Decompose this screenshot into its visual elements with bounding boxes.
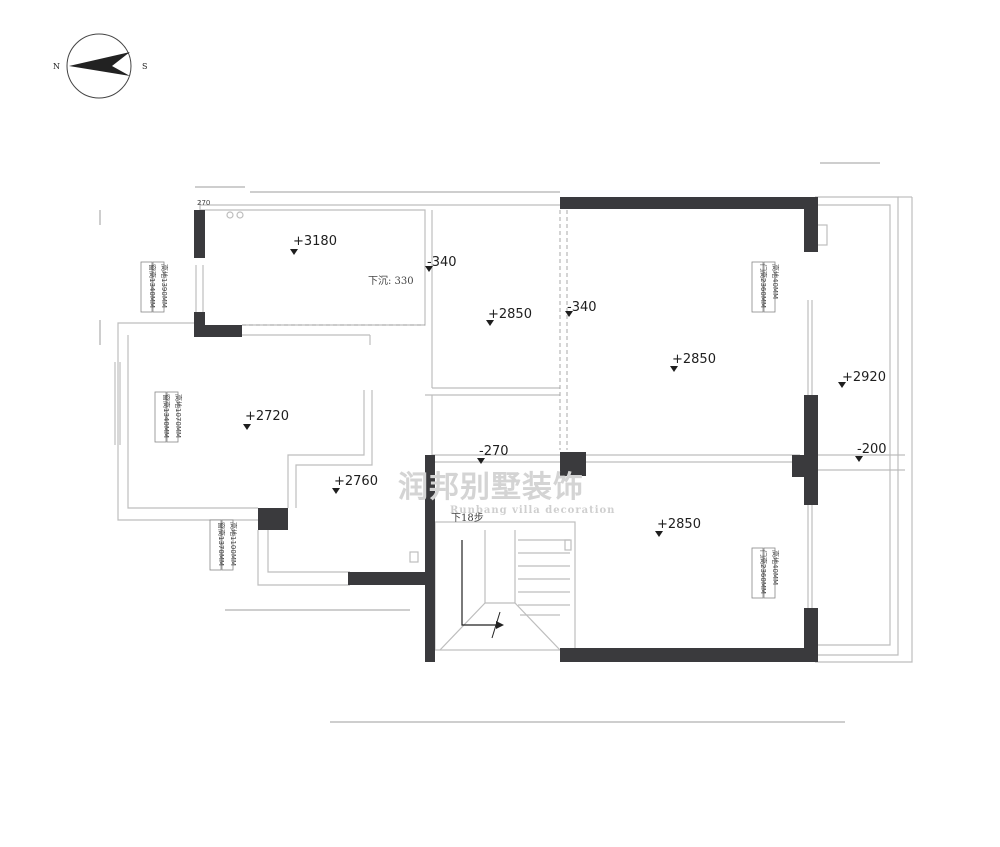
level-south-room: +2850 [657,517,701,532]
level-balcony: +2920 [842,370,886,385]
level-triangle-icon [838,382,846,388]
tag-line2: 高地1070MM [174,394,183,438]
level-markers: +3180 +2720 +2760 +2850 -340 -340 -270 +… [243,234,887,537]
tag-line1: 窗高1340MM [148,264,157,308]
level-triangle-icon [855,456,863,462]
watermark: 润邦别墅装饰 Runbang villa decoration [398,470,615,516]
stair-note: 下18步 [451,512,484,524]
level-left-room: +2720 [245,409,289,424]
level-landing: -270 [479,444,509,459]
level-triangle-icon [332,488,340,494]
tag-line1: 门高2360MM [759,550,768,594]
level-triangle-icon [243,424,251,430]
level-triangle-icon [670,366,678,372]
level-balcony-step: -200 [857,442,887,457]
stair-arrow-icon [496,621,504,629]
corner-label: 270 [197,199,210,207]
tag-door-south: 门高2360MM 高地40MM [751,547,780,599]
walls [194,197,818,662]
tag-line1: 窗高1340MM [162,394,171,438]
level-triangle-icon [486,320,494,326]
outline [114,196,913,663]
level-small-room: +2760 [334,474,378,489]
level-triangle-icon [655,531,663,537]
level-bath-step: -340 [427,255,457,270]
compass-south-label: S [142,62,147,71]
sink-note: 下沉: 330 [368,274,414,287]
tag-kitchen-window: 窗高1340MM 高地1390MM [140,261,169,313]
opening-tags: 窗高1340MM 高地1390MM 窗高1340MM 高地1070MM 窗高13… [140,261,780,599]
tag-line2: 高地40MM [771,550,780,585]
compass: N S [53,33,147,99]
construction-lines [99,162,880,723]
level-kitchen: +3180 [293,234,337,249]
stair [434,521,576,651]
tag-small-window: 窗高1370MM 高地1100MM [209,519,238,571]
tag-line1: 门高2360MM [759,264,768,308]
level-bath-step-2: -340 [567,300,597,315]
level-triangle-icon [425,266,433,272]
tag-line1: 窗高1370MM [217,522,226,566]
watermark-brand: 润邦别墅装饰 [398,470,584,505]
level-triangle-icon [290,249,298,255]
level-triangle-icon [477,458,485,464]
level-north-room: +2850 [672,352,716,367]
watermark-sub: Runbang villa decoration [450,505,615,516]
tag-line2: 高地1100MM [229,522,238,566]
tag-line2: 高地40MM [771,264,780,299]
compass-arrow-icon [69,52,130,76]
level-corridor: +2850 [488,307,532,322]
tag-left-window: 窗高1340MM 高地1070MM [154,391,183,443]
tag-line2: 高地1390MM [160,264,169,308]
compass-north-label: N [53,62,60,71]
level-triangle-icon [565,311,573,317]
tag-door-north: 门高2360MM 高地40MM [751,261,780,313]
